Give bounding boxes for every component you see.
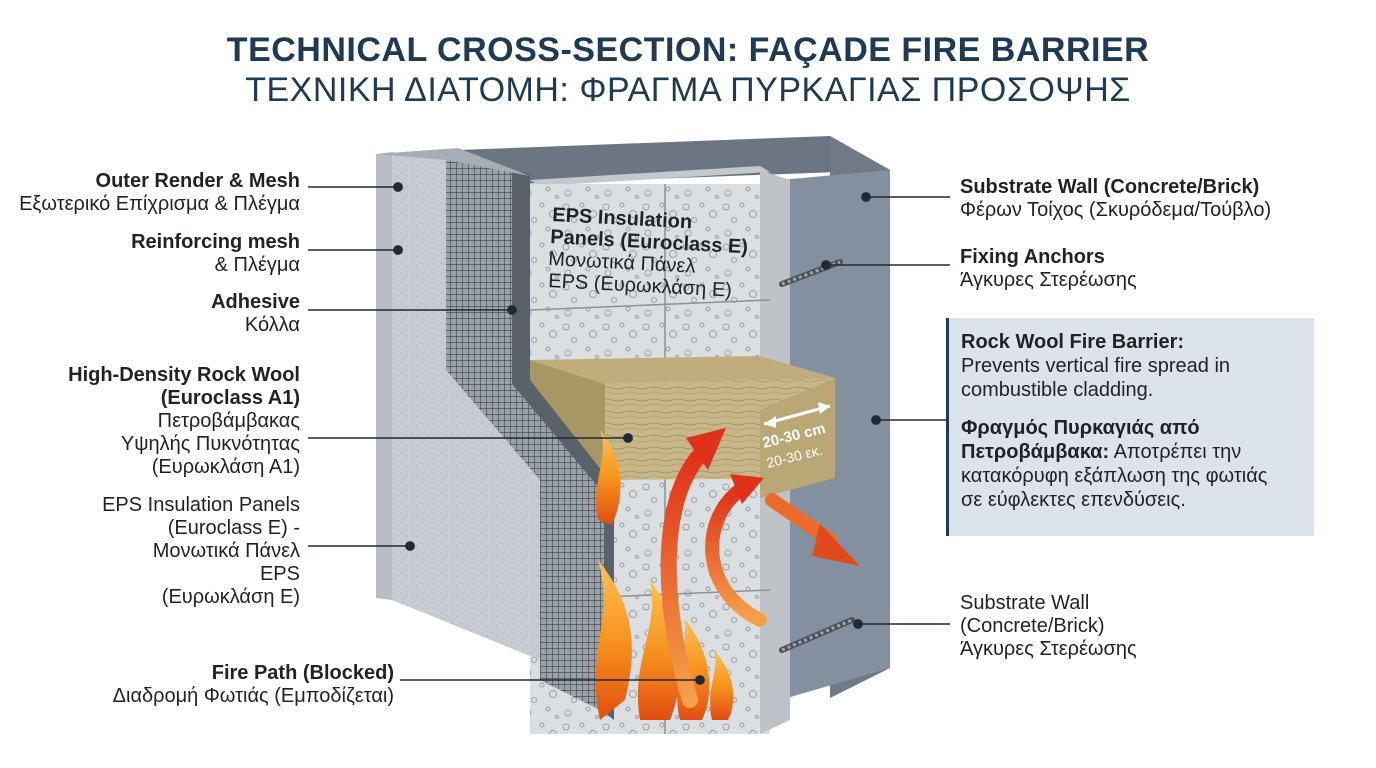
label-adhesive-gr: Κόλλα [244, 314, 300, 336]
label-fixing-anchors: Fixing Anchors Άγκυρες Στερέωσης [960, 246, 1137, 292]
arrow-head-up-left [686, 428, 726, 470]
leader-lines-left [308, 182, 705, 685]
callout-gr-title-1: Φραγμός Πυρκαγιάς από [961, 417, 1200, 439]
title-english: TECHNICAL CROSS-SECTION: FAÇADE FIRE BAR… [226, 31, 1150, 69]
label-eps-line2: (Euroclass E) - [167, 517, 300, 539]
callout-en-body-2: combustible cladding. [961, 379, 1154, 401]
label-fixing-anchors-gr: Άγκυρες Στερέωσης [960, 269, 1137, 291]
label-eps-line1: EPS Insulation Panels [102, 494, 300, 516]
label-fire-path-gr: Διαδρομή Φωτιάς (Εμποδίζεται) [112, 685, 394, 707]
label-rock-wool-gr3: (Ευρωκλάση Α1) [151, 456, 300, 478]
label-substrate-wall-bottom: Substrate Wall (Concrete/Brick) Άγκυρες … [960, 592, 1137, 661]
label-substrate-bottom-line1: Substrate Wall [960, 592, 1090, 614]
callout-gr-title-2: Πετροβάμβακα: [961, 441, 1110, 463]
label-rock-wool-en2: (Euroclass A1) [160, 387, 300, 409]
label-rock-wool-en1: High-Density Rock Wool [68, 364, 300, 386]
callout-english: Rock Wool Fire Barrier: Prevents vertica… [961, 330, 1302, 402]
callout-greek: Φραγμός Πυρκαγιάς από Πετροβάμβακα: Αποτ… [961, 416, 1302, 512]
label-adhesive-en: Adhesive [211, 291, 300, 313]
label-substrate-top-en: Substrate Wall (Concrete/Brick) [960, 176, 1260, 198]
label-substrate-wall-top: Substrate Wall (Concrete/Brick) Φέρων Το… [960, 176, 1271, 222]
label-reinforcing-mesh: Reinforcing mesh & Πλέγμα [131, 231, 300, 277]
label-fire-path: Fire Path (Blocked) Διαδρομή Φωτιάς (Εμπ… [113, 662, 394, 708]
leader-lines-right [821, 192, 950, 629]
label-rock-wool: High-Density Rock Wool (Euroclass A1) Πε… [68, 364, 300, 479]
label-substrate-bottom-line3: Άγκυρες Στερέωσης [960, 638, 1137, 660]
title-greek: ΤΕΧΝΙΚΗ ΔΙΑΤΟΜΗ: ΦΡΑΓΜΑ ΠΥΡΚΑΓΙΑΣ ΠΡΟΣΟΨ… [245, 71, 1131, 109]
outer-render-layer [376, 152, 540, 660]
fire-arrows [660, 428, 860, 708]
label-reinforcing-mesh-en: Reinforcing mesh [131, 231, 300, 253]
label-rock-wool-gr1: Πετροβάμβακας [157, 410, 300, 432]
callout-en-title: Rock Wool Fire Barrier: [961, 331, 1185, 353]
label-adhesive: Adhesive Κόλλα [211, 291, 300, 337]
label-fire-path-en: Fire Path (Blocked) [211, 662, 394, 684]
adhesive-layer [512, 170, 614, 720]
label-eps-panels: EPS Insulation Panels (Euroclass E) - Μο… [102, 494, 300, 609]
arrow-head-up-right [730, 474, 764, 504]
label-eps-line5: (Ευρωκλάση Ε) [161, 586, 300, 608]
label-reinforcing-mesh-gr: & Πλέγμα [214, 254, 300, 276]
label-substrate-top-gr: Φέρων Τοίχος (Σκυρόδεμα/Τούβλο) [960, 199, 1272, 221]
label-outer-render-en: Outer Render & Mesh [95, 170, 300, 192]
callout-gr-body-2: κατακόρυφη εξάπλωση της φωτιάς [961, 465, 1268, 487]
fire-barrier-callout: Rock Wool Fire Barrier: Prevents vertica… [946, 318, 1314, 536]
fixing-anchor-bottom [779, 617, 855, 653]
arrow-head-down-right [812, 524, 860, 566]
callout-en-body-1: Prevents vertical fire spread in [961, 355, 1231, 377]
label-rock-wool-gr2: Υψηλής Πυκνότητας [120, 433, 300, 455]
label-fixing-anchors-en: Fixing Anchors [960, 246, 1105, 268]
callout-gr-body-3: σε εύφλεκτες επενδύσεις. [961, 489, 1186, 511]
label-substrate-bottom-line2: (Concrete/Brick) [960, 615, 1105, 637]
label-outer-render: Outer Render & Mesh Εξωτερικό Επίχρισμα … [19, 170, 300, 216]
label-outer-render-gr: Εξωτερικό Επίχρισμα & Πλέγμα [19, 193, 300, 215]
label-eps-line3: Μονωτικά Πάνελ [152, 540, 300, 562]
reinforcing-mesh-layer [446, 160, 604, 712]
callout-gr-body-1: Αποτρέπει την [1109, 441, 1242, 463]
label-eps-line4: EPS [259, 563, 300, 585]
title-block: TECHNICAL CROSS-SECTION: FAÇADE FIRE BAR… [0, 30, 1376, 110]
eps-inset-label: EPS Insulation Panels (Euroclass E) Μονω… [548, 204, 749, 302]
